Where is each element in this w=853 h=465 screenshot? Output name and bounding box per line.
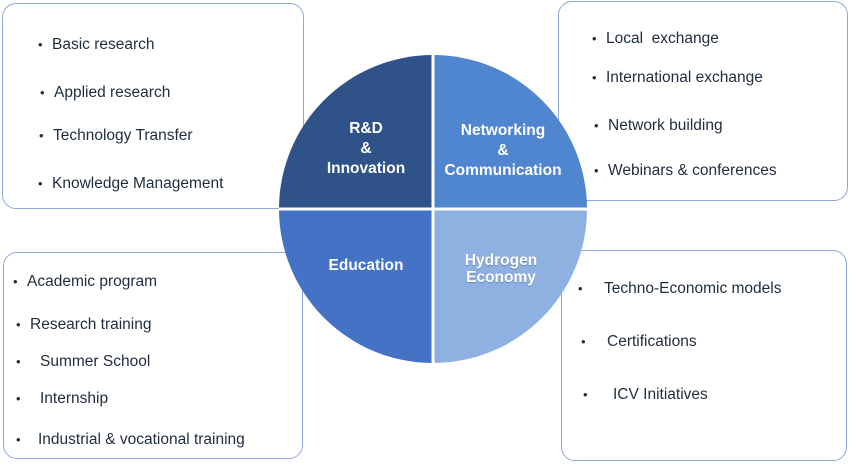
bullet-icon: • (38, 176, 43, 191)
quadrant-rd (279, 55, 433, 209)
bullet-icon: • (16, 317, 21, 332)
bullet-icon: • (592, 70, 597, 85)
networking-item: •Webinars & conferences (594, 162, 777, 179)
education-item: •Research training (16, 316, 152, 333)
quadrant-hydrogen (433, 209, 587, 363)
quadrant-label-rd: R&D & Innovation (326, 120, 406, 177)
bullet-icon: • (581, 334, 586, 349)
hydrogen-item: •ICV Initiatives (583, 386, 708, 403)
bullet-icon: • (592, 31, 597, 46)
networking-activities-box (558, 1, 848, 201)
networking-item: •Network building (594, 117, 723, 134)
rd-item: •Knowledge Management (38, 175, 224, 192)
rd-item: •Applied research (40, 84, 171, 101)
bullet-icon: • (594, 163, 599, 178)
hydrogen-item: •Techno-Economic models (578, 280, 782, 297)
bullet-icon: • (578, 281, 583, 296)
rd-item: •Basic research (38, 36, 155, 53)
quadrant-label-hydrogen: Hydrogen Economy (464, 252, 538, 286)
education-item: •Academic program (13, 273, 158, 290)
bullet-icon: • (38, 37, 43, 52)
quadrant-education (279, 209, 433, 363)
bullet-icon: • (594, 118, 599, 133)
bullet-icon: • (583, 387, 588, 402)
rd-activities-box (2, 3, 304, 209)
education-activities-box (3, 252, 303, 459)
networking-item: •Local exchange (592, 30, 719, 47)
bullet-icon: • (16, 432, 21, 447)
hydrogen-activities-box (561, 250, 847, 461)
bullet-icon: • (16, 354, 21, 369)
education-item: •Summer School (16, 353, 151, 370)
quadrant-label-networking: Networking & Communication (444, 122, 562, 179)
hydrogen-item: •Certifications (581, 333, 697, 350)
bullet-icon: • (13, 274, 18, 289)
education-item: •Internship (16, 390, 109, 407)
rd-item: •Technology Transfer (39, 127, 193, 144)
quadrant-networking (433, 55, 587, 209)
networking-item: •International exchange (592, 69, 763, 86)
bullet-icon: • (16, 391, 21, 406)
bullet-icon: • (39, 128, 44, 143)
bullet-icon: • (40, 85, 45, 100)
education-item: •Industrial & vocational training (16, 431, 245, 448)
quadrant-label-education: Education (328, 257, 404, 274)
